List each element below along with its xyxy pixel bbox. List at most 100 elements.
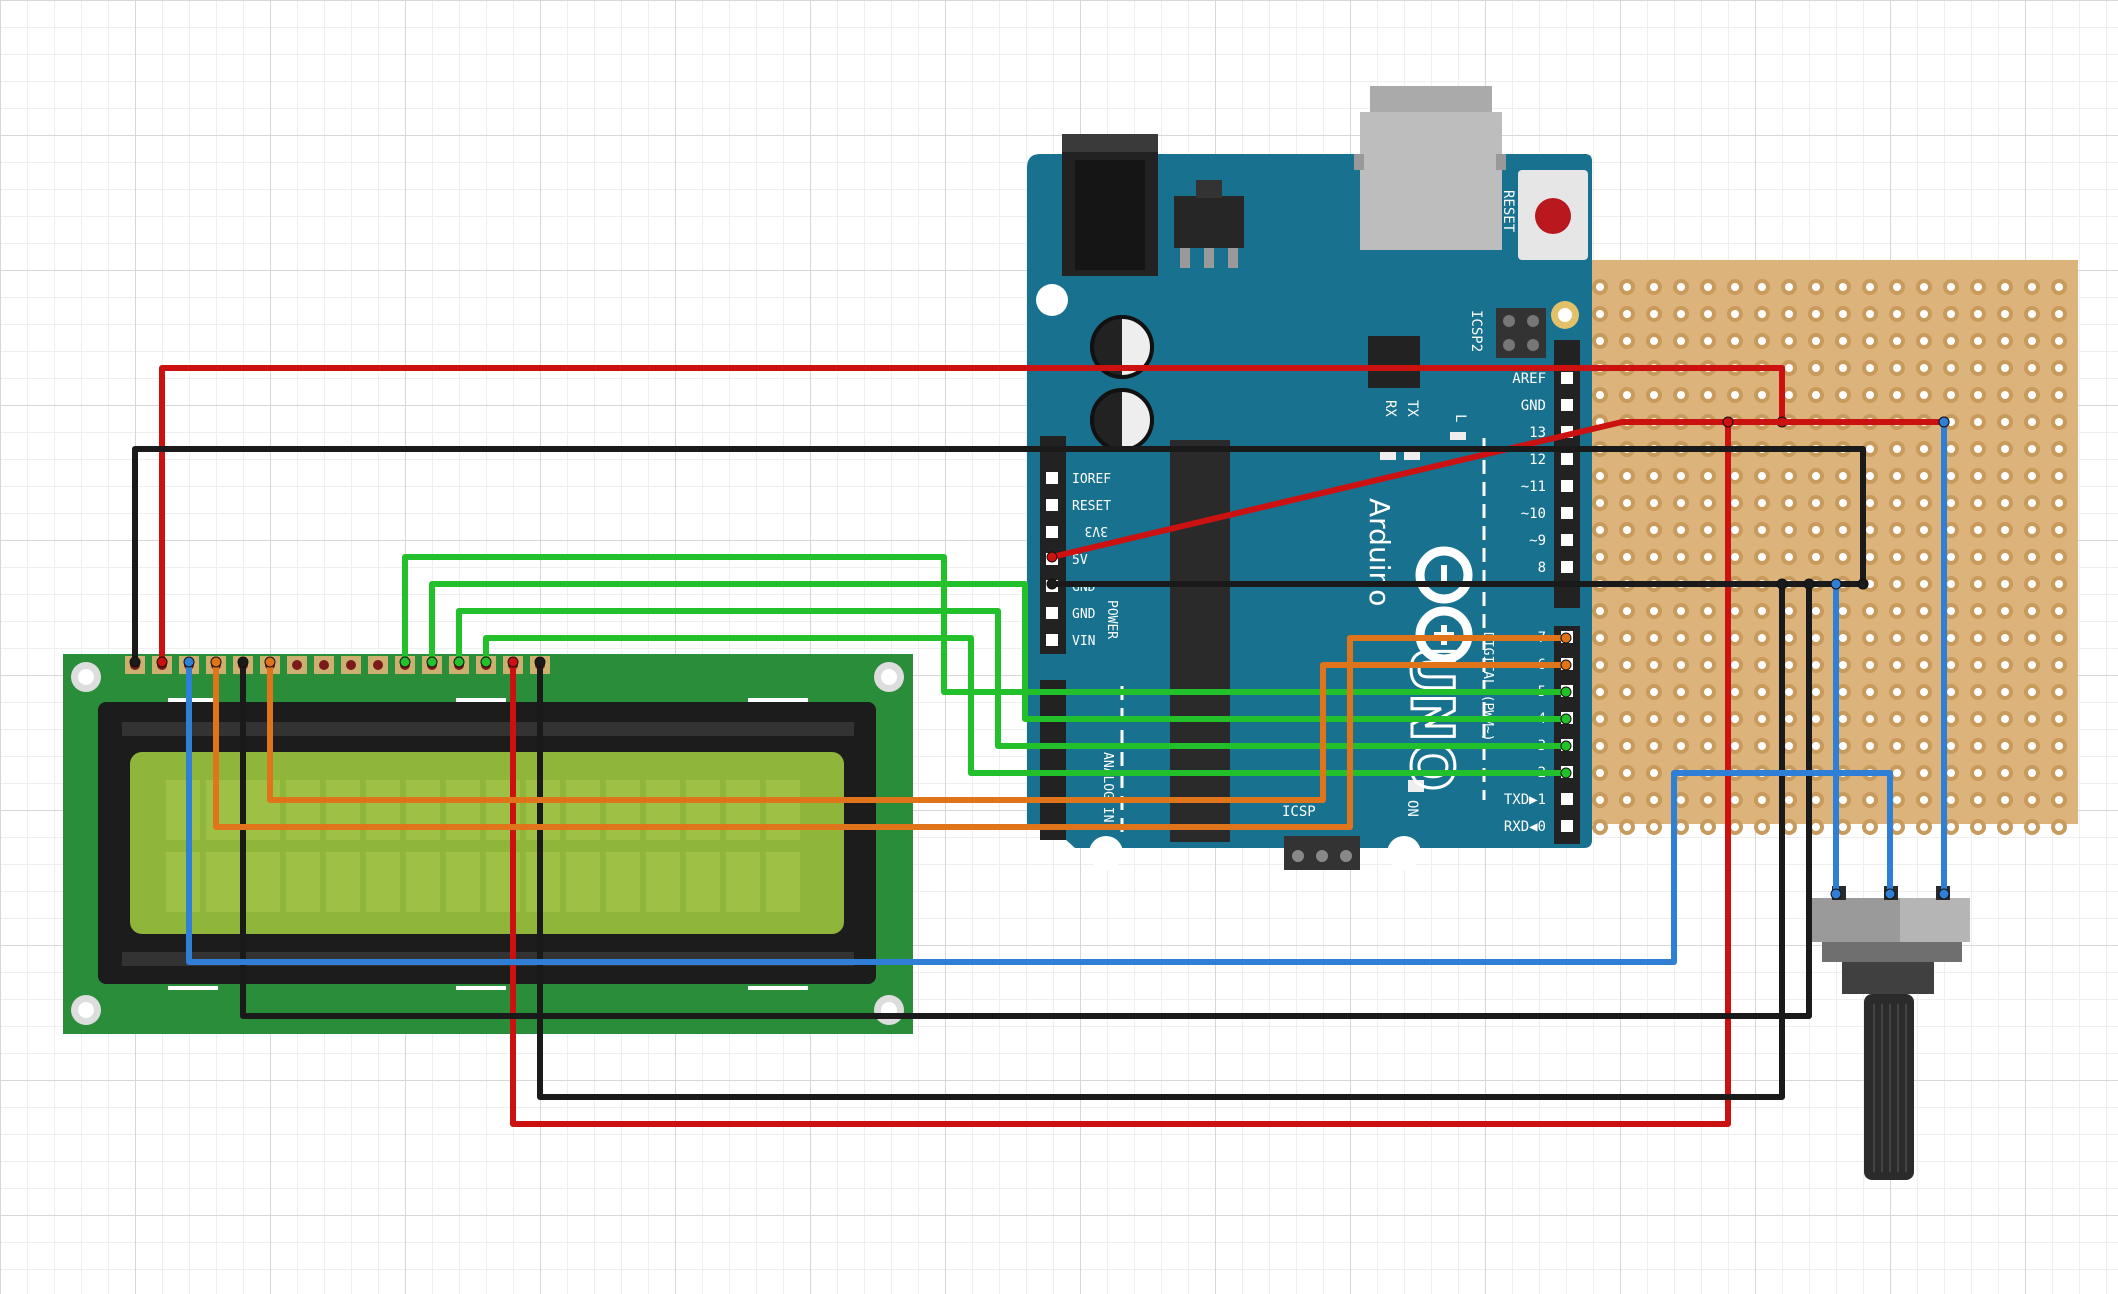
rx-label: RX — [1382, 400, 1398, 417]
perfboard-hole — [1785, 499, 1793, 507]
perfboard-hole — [1839, 715, 1847, 723]
perfboard-hole — [1704, 634, 1712, 642]
perfboard-hole — [1920, 580, 1928, 588]
perfboard-hole — [1704, 337, 1712, 345]
perfboard-hole — [1704, 607, 1712, 615]
perfboard-hole — [2028, 418, 2036, 426]
perfboard-hole — [1623, 472, 1631, 480]
perfboard-hole — [1650, 283, 1658, 291]
mounting-hole — [1036, 284, 1068, 316]
perfboard-hole — [1947, 445, 1955, 453]
perfboard-hole — [1677, 553, 1685, 561]
perfboard-hole — [2001, 769, 2009, 777]
perfboard-hole — [2028, 526, 2036, 534]
perfboard-hole — [2001, 688, 2009, 696]
lcd-pin-hole — [346, 660, 356, 670]
perfboard-hole — [2028, 661, 2036, 669]
perfboard-hole — [1785, 823, 1793, 831]
perfboard-hole — [1947, 580, 1955, 588]
wire-endpoint — [1803, 578, 1815, 590]
perfboard-hole — [1785, 283, 1793, 291]
wire-green-d7 — [483, 635, 1569, 776]
perfboard-hole — [2001, 580, 2009, 588]
power-header-label: POWER — [1104, 600, 1119, 639]
perfboard-hole — [1758, 661, 1766, 669]
perfboard-hole — [1677, 310, 1685, 318]
perfboard-hole — [2055, 661, 2063, 669]
digital-pin-label: AREF — [1512, 371, 1546, 387]
perfboard-hole — [1731, 607, 1739, 615]
perfboard-hole — [1785, 634, 1793, 642]
perfboard-hole — [2001, 337, 2009, 345]
perfboard-hole — [2028, 715, 2036, 723]
perfboard-hole — [1731, 337, 1739, 345]
perfboard-hole — [1947, 310, 1955, 318]
perfboard-hole — [2055, 688, 2063, 696]
perfboard-hole — [1920, 769, 1928, 777]
perfboard-hole — [1947, 553, 1955, 561]
power-pin-label: GND — [1072, 607, 1096, 622]
icsp2-label: ICSP2 — [1468, 310, 1484, 352]
perfboard-hole — [1947, 715, 1955, 723]
perfboard-hole — [1974, 661, 1982, 669]
perfboard-hole — [1596, 661, 1604, 669]
perfboard-hole — [1812, 472, 1820, 480]
perfboard-hole — [1947, 391, 1955, 399]
perfboard-hole — [1893, 715, 1901, 723]
perfboard-hole — [1785, 607, 1793, 615]
wire-endpoint — [1560, 632, 1572, 644]
perfboard-hole — [1947, 337, 1955, 345]
perfboard-hole — [1839, 742, 1847, 750]
perfboard-hole — [1947, 661, 1955, 669]
perfboard-hole — [2028, 607, 2036, 615]
perfboard-hole — [1785, 337, 1793, 345]
perfboard-hole — [1866, 607, 1874, 615]
perfboard-hole — [1623, 823, 1631, 831]
usb-connector — [1360, 112, 1502, 250]
power-pin-label: IOREF — [1072, 472, 1111, 487]
perfboard-hole — [2028, 283, 2036, 291]
perfboard-hole — [2001, 823, 2009, 831]
perfboard-hole — [1596, 607, 1604, 615]
wire-endpoint — [1830, 888, 1842, 900]
perfboard-hole — [2001, 283, 2009, 291]
perfboard-hole — [1785, 364, 1793, 372]
wire-endpoint — [1560, 740, 1572, 752]
perfboard-hole — [2001, 445, 2009, 453]
perfboard-hole — [1650, 607, 1658, 615]
perfboard-hole — [1974, 580, 1982, 588]
wire-green-d4 — [402, 554, 1569, 695]
digital-pin-label: ~10 — [1521, 506, 1546, 522]
perfboard-hole — [1596, 715, 1604, 723]
perfboard-hole — [1812, 688, 1820, 696]
perfboard-hole — [1947, 742, 1955, 750]
perfboard-hole — [1677, 607, 1685, 615]
icsp2-header — [1496, 308, 1546, 358]
wire-endpoint — [183, 656, 195, 668]
perfboard-hole — [1623, 661, 1631, 669]
perfboard-hole — [1920, 337, 1928, 345]
perfboard-hole — [1839, 607, 1847, 615]
perfboard-hole — [1866, 445, 1874, 453]
perfboard-hole — [1704, 688, 1712, 696]
perfboard-hole — [1866, 634, 1874, 642]
perfboard-hole — [1677, 337, 1685, 345]
perfboard-hole — [2055, 742, 2063, 750]
header-pin — [1046, 472, 1058, 484]
digital-pin-label: 8 — [1538, 560, 1546, 576]
perfboard-hole — [1677, 796, 1685, 804]
reset-button-cap[interactable] — [1535, 198, 1571, 234]
perfboard-hole — [1920, 553, 1928, 561]
perfboard-hole — [2028, 337, 2036, 345]
wire-endpoint — [156, 656, 168, 668]
perfboard-hole — [2001, 715, 2009, 723]
digital-pin-label: 12 — [1529, 452, 1546, 468]
perfboard-hole — [2055, 337, 2063, 345]
wires — [129, 365, 1950, 1127]
wire-black-rw — [240, 581, 1812, 1019]
perfboard-hole — [1731, 526, 1739, 534]
perfboard-hole — [1650, 796, 1658, 804]
perfboard-hole — [1731, 796, 1739, 804]
perfboard-hole — [1974, 499, 1982, 507]
digital-pin-label: TXD▶1 — [1504, 792, 1546, 808]
